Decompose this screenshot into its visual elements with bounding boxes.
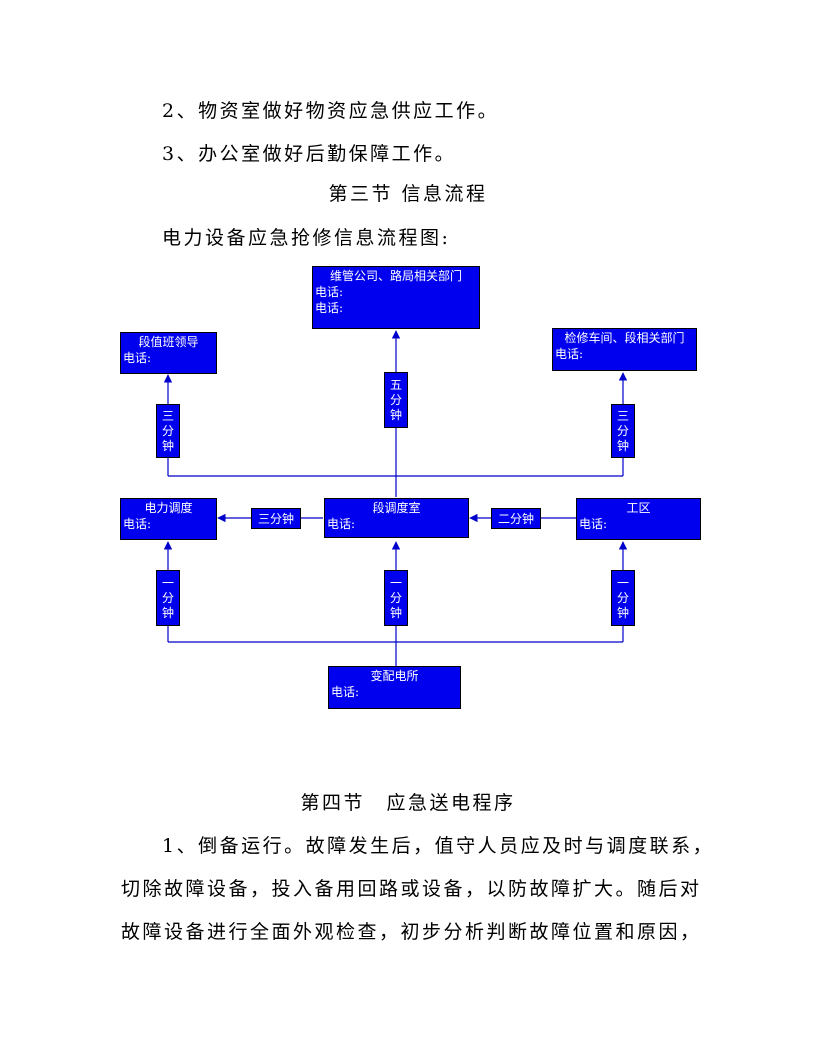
box-weiguan-phone1: 电话: [315, 285, 344, 299]
label-five-min-c1: 五 [389, 377, 402, 392]
label-three-min-right-c1: 三 [616, 408, 629, 423]
box-duan: 段调度室 电话: [324, 498, 469, 538]
label-one-min-right: 一 分 钟 [611, 570, 635, 626]
box-biandian-title: 变配电所 [370, 669, 419, 683]
label-one-min-left-c3: 钟 [161, 605, 174, 620]
label-one-min-right-c1: 一 [616, 575, 629, 590]
label-one-min-left: 一 分 钟 [156, 570, 180, 626]
body-line-1: 1、倒备运行。故障发生后，值守人员应及时与调度联系， [162, 835, 715, 857]
box-gongqu: 工区 电话: [576, 498, 701, 540]
paragraph-materials: 2、物资室做好物资应急供应工作。 [162, 100, 500, 122]
label-one-min-mid-c1: 一 [389, 575, 402, 590]
box-weiguan-phone2: 电话: [315, 301, 344, 315]
box-weiguan: 维管公司、路局相关部门 电话: 电话: [312, 266, 480, 329]
flowchart-caption: 电力设备应急抢修信息流程图: [162, 227, 451, 249]
section4-title: 第四节 应急送电程序 [300, 792, 516, 814]
label-three-min-right-c2: 分 [616, 423, 629, 438]
body-line-2: 切除故障设备，投入备用回路或设备，以防故障扩大。随后对 [121, 878, 702, 900]
box-jianxiu-phone: 电话: [555, 347, 584, 361]
box-biandian: 变配电所 电话: [328, 666, 461, 709]
box-zhiban-title: 段值班领导 [138, 335, 199, 349]
box-dianli-title: 电力调度 [144, 501, 193, 515]
label-three-min-right: 三 分 钟 [611, 404, 635, 458]
label-five-min-c3: 钟 [389, 407, 402, 422]
paragraph-office: 3、办公室做好后勤保障工作。 [162, 143, 457, 165]
label-one-min-mid-c2: 分 [389, 590, 402, 605]
label-three-min-right-c3: 钟 [616, 438, 629, 453]
label-three-min-left-c2: 分 [161, 423, 174, 438]
label-three-min-h: 三分钟 [251, 508, 301, 529]
box-duan-phone: 电话: [327, 517, 356, 531]
box-duan-title: 段调度室 [372, 501, 421, 515]
box-zhiban-phone: 电话: [123, 351, 152, 365]
box-zhiban: 段值班领导 电话: [120, 332, 217, 374]
body-line-3: 故障设备进行全面外观检查，初步分析判断故障位置和原因， [121, 921, 702, 943]
label-one-min-left-c1: 一 [161, 575, 174, 590]
box-gongqu-title: 工区 [626, 501, 651, 515]
label-two-min-h: 二分钟 [491, 508, 541, 529]
box-jianxiu: 检修车间、段相关部门 电话: [552, 328, 697, 371]
label-one-min-mid: 一 分 钟 [384, 570, 408, 626]
label-one-min-right-c2: 分 [616, 590, 629, 605]
box-gongqu-phone: 电话: [579, 517, 608, 531]
label-one-min-right-c3: 钟 [616, 605, 629, 620]
box-dianli: 电力调度 电话: [120, 498, 217, 540]
section3-title: 第三节 信息流程 [328, 183, 488, 205]
label-five-min: 五 分 钟 [384, 372, 408, 428]
label-three-min-left-c1: 三 [161, 408, 174, 423]
label-three-min-left-c3: 钟 [161, 438, 174, 453]
box-weiguan-title: 维管公司、路局相关部门 [329, 269, 462, 283]
label-three-min-left: 三 分 钟 [156, 404, 180, 458]
label-one-min-left-c2: 分 [161, 590, 174, 605]
label-one-min-mid-c3: 钟 [389, 605, 402, 620]
box-biandian-phone: 电话: [331, 685, 360, 699]
box-jianxiu-title: 检修车间、段相关部门 [564, 331, 685, 345]
box-dianli-phone: 电话: [123, 517, 152, 531]
label-five-min-c2: 分 [389, 392, 402, 407]
